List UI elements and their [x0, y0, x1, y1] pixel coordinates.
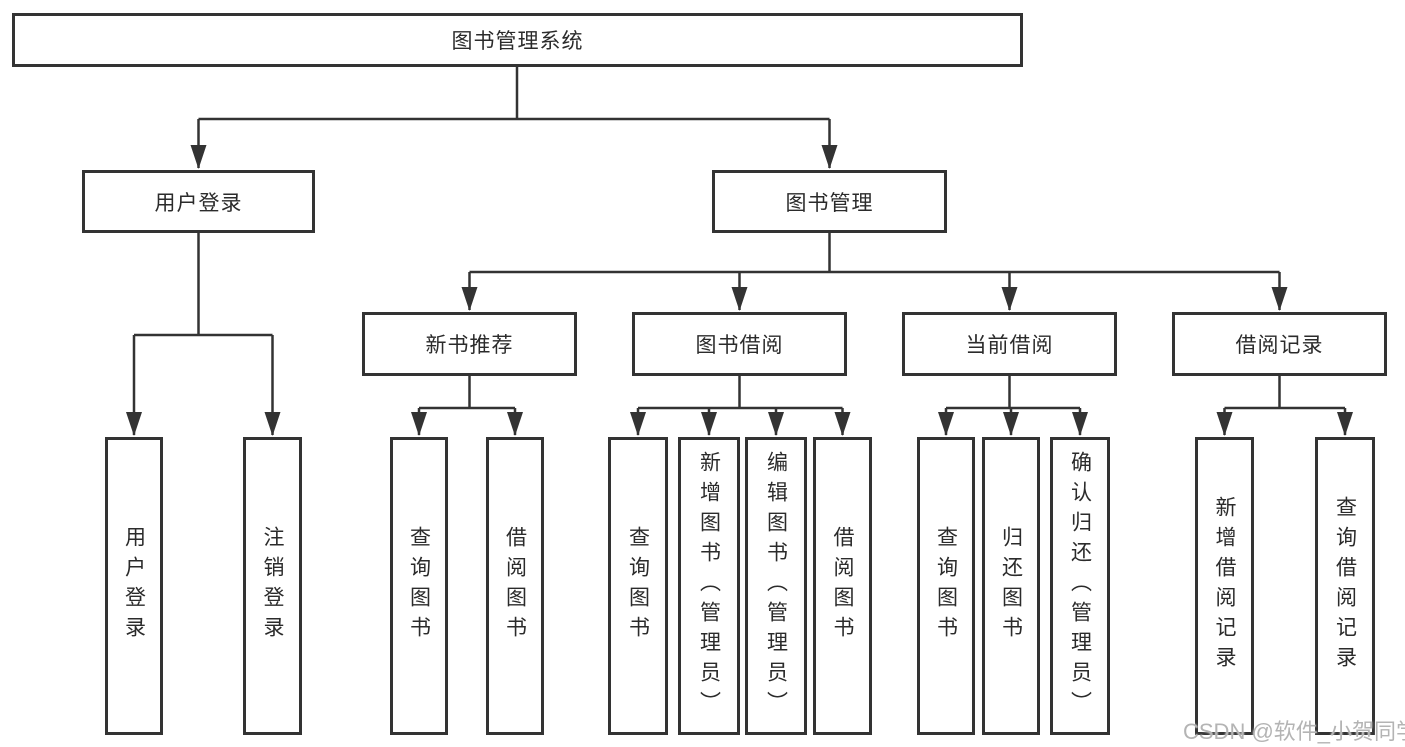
leaf-borrow-books-recommend-label: 借阅图书: [503, 526, 527, 646]
node-current-borrow-label: 当前借阅: [965, 334, 1054, 357]
leaf-user-login-label: 用户登录: [122, 526, 146, 646]
leaf-add-book-admin-label: 新增图书（管理员）: [697, 451, 721, 721]
node-root-system: 图书管理系统: [12, 13, 1023, 67]
node-user-login: 用户登录: [82, 170, 315, 233]
leaf-add-borrow-record-label: 新增借阅记录: [1213, 496, 1236, 676]
leaf-user-login: 用户登录: [105, 437, 163, 735]
leaf-borrow-books-recommend: 借阅图书: [486, 437, 544, 735]
leaf-query-books-borrow: 查询图书: [608, 437, 668, 735]
node-book-management: 图书管理: [712, 170, 947, 233]
csdn-watermark: CSDN @软件_小贺同学: [1183, 719, 1405, 744]
leaf-borrow-books-borrow-label: 借阅图书: [831, 526, 854, 646]
leaf-query-books-recommend-label: 查询图书: [407, 526, 431, 646]
node-new-book-recommend-label: 新书推荐: [425, 334, 514, 357]
leaf-edit-book-admin: 编辑图书（管理员）: [745, 437, 807, 735]
node-book-borrow: 图书借阅: [632, 312, 847, 376]
node-current-borrow: 当前借阅: [902, 312, 1117, 376]
leaf-add-borrow-record: 新增借阅记录: [1195, 437, 1254, 735]
leaf-query-books-current: 查询图书: [917, 437, 975, 735]
leaf-return-book: 归还图书: [982, 437, 1040, 735]
leaf-query-borrow-record-label: 查询借阅记录: [1333, 496, 1357, 676]
leaf-logout: 注销登录: [243, 437, 302, 735]
leaf-query-books-recommend: 查询图书: [390, 437, 448, 735]
leaf-logout-label: 注销登录: [261, 526, 284, 646]
node-borrow-records: 借阅记录: [1172, 312, 1387, 376]
node-borrow-records-label: 借阅记录: [1235, 334, 1324, 357]
node-book-management-label: 图书管理: [785, 191, 874, 215]
leaf-return-book-label: 归还图书: [999, 526, 1023, 646]
leaf-query-borrow-record: 查询借阅记录: [1315, 437, 1375, 735]
node-new-book-recommend: 新书推荐: [362, 312, 577, 376]
leaf-confirm-return-admin-label: 确认归还（管理员）: [1068, 451, 1092, 721]
leaf-add-book-admin: 新增图书（管理员）: [678, 437, 740, 735]
leaf-confirm-return-admin: 确认归还（管理员）: [1050, 437, 1110, 735]
leaf-query-books-current-label: 查询图书: [934, 526, 958, 646]
node-user-login-label: 用户登录: [154, 191, 243, 215]
leaf-query-books-borrow-label: 查询图书: [626, 526, 650, 646]
leaf-borrow-books-borrow: 借阅图书: [813, 437, 872, 735]
node-book-borrow-label: 图书借阅: [695, 334, 784, 357]
leaf-edit-book-admin-label: 编辑图书（管理员）: [764, 451, 788, 721]
node-root-label: 图书管理系统: [451, 30, 584, 53]
